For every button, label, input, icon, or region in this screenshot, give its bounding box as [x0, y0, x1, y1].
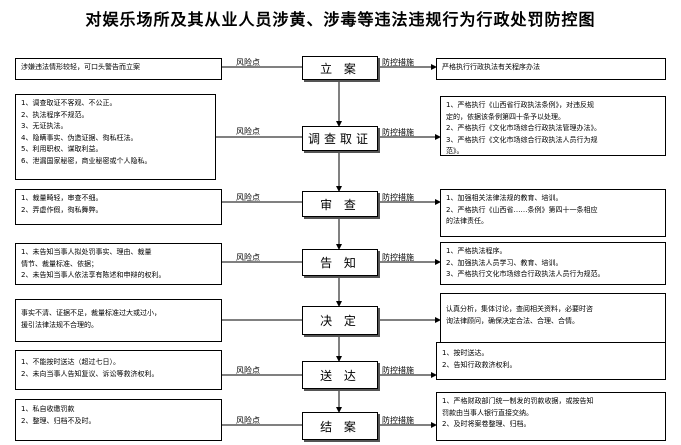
measure-item: 3、严格执行《文化市场综合行政执法人员行为规 — [446, 135, 598, 144]
risk-item: 6、泄漏国家秘密，商业秘密或个人隐私。 — [21, 156, 152, 165]
step-notification: 告 知 — [302, 249, 378, 276]
measure-box-2: 1、严格执行《山西省行政执法条例》，对违反规 定的，依据该条例第四十条予以处理。… — [440, 96, 666, 156]
step-closing: 结 案 — [302, 412, 378, 440]
risk-item: 2、未向当事人告知复议、诉讼等救济权利。 — [21, 369, 159, 378]
measure-label-7: 防控措施 — [382, 416, 414, 425]
page-title: 对娱乐场所及其从业人员涉黄、涉毒等违法违规行为行政处罚防控图 — [85, 10, 596, 29]
measure-item: 2、加强执法人员学习、教育、培训。 — [446, 258, 563, 267]
step-filing: 立 案 — [302, 56, 378, 80]
measure-box-4: 1、严格执法程序。 2、加强执法人员学习、教育、培训。 3、严格执行文化市场综合… — [440, 242, 666, 285]
risk-item: 4、隐瞒事实、伪造证据、徇私枉法。 — [21, 133, 138, 142]
risk-box-3: 1、裁量畸轻，审查不细。 2、弄虚作假，徇私舞弊。 — [15, 189, 222, 225]
risk-box-2: 1、调查取证不客观、不公正。 2、执法程序不规范。 3、无证执法。 4、隐瞒事实… — [15, 94, 216, 180]
risk-item: 1、未告知当事人拟处罚事实、理由、裁量 — [21, 248, 152, 256]
measure-item: 2、严格执行《山西省……条例》第四十一条相应 — [446, 205, 598, 214]
risk-item: 1、不能按时送达（超过七日）。 — [21, 358, 120, 366]
risk-item: 1、裁量畸轻，审查不细。 — [21, 194, 103, 202]
measure-item: 2、告知行政救济权利。 — [442, 360, 517, 369]
measure-item: 的法律责任。 — [446, 217, 488, 225]
measure-item: 严格执行行政执法有关程序办法 — [442, 63, 540, 71]
risk-label-7: 风险点 — [236, 416, 260, 425]
measure-item: 询法律顾问，确保决定合法、合理、合情。 — [446, 316, 579, 325]
risk-box-4: 1、未告知当事人拟处罚事实、理由、裁量 情节、裁量标准、依据； 2、未告知当事人… — [15, 243, 222, 285]
risk-label-4: 风险点 — [236, 253, 260, 262]
measure-item: 1、严格执行《山西省行政执法条例》，对违反规 — [446, 101, 594, 109]
risk-item: 1、私自收缴罚款 — [21, 405, 75, 413]
measure-item: 1、严格执法程序。 — [446, 247, 507, 255]
risk-item: 事实不清、证据不足，裁量标准过大或过小， — [21, 309, 161, 317]
risk-label-6: 风险点 — [236, 366, 260, 375]
risk-box-1: 涉嫌违法情形较轻，可口头警告而立案 — [15, 58, 222, 80]
step-delivery: 送 达 — [302, 361, 378, 389]
risk-item: 3、无证执法。 — [21, 122, 68, 130]
measure-label-6: 防控措施 — [382, 366, 414, 375]
measure-item: 罚款由当事人银行直接交纳。 — [442, 408, 533, 417]
risk-item: 1、调查取证不客观、不公正。 — [21, 99, 117, 107]
risk-item: 2、整理、归档不及时。 — [21, 416, 96, 425]
risk-label-3: 风险点 — [236, 193, 260, 202]
measure-label-2: 防控措施 — [382, 128, 414, 137]
step-investigation: 调查取证 — [302, 126, 378, 151]
measure-item: 1、加强相关法律法规的教育、培训。 — [446, 194, 563, 202]
risk-item: 援引法律法规不合理的。 — [21, 320, 98, 329]
measure-label-1: 防控措施 — [382, 58, 414, 67]
risk-label-2: 风险点 — [236, 127, 260, 136]
risk-box-7: 1、私自收缴罚款 2、整理、归档不及时。 — [15, 399, 222, 441]
measure-box-3: 1、加强相关法律法规的教育、培训。 2、严格执行《山西省……条例》第四十一条相应… — [440, 189, 666, 237]
measure-item: 2、严格执行《文化市场综合行政执法管理办法》。 — [446, 124, 601, 132]
risk-item: 情节、裁量标准、依据； — [21, 259, 98, 268]
risk-item: 2、弄虚作假，徇私舞弊。 — [21, 205, 103, 214]
measure-item: 范》。 — [446, 147, 464, 155]
measure-item: 2、及时将案卷整理、归档。 — [442, 420, 531, 428]
risk-item: 5、利用职权、谋取利益。 — [21, 145, 103, 153]
risk-label-1: 风险点 — [236, 58, 260, 67]
step-review: 审 查 — [302, 191, 378, 217]
risk-box-5: 事实不清、证据不足，裁量标准过大或过小， 援引法律法规不合理的。 — [15, 299, 222, 342]
measure-item: 1、按时送达。 — [442, 349, 489, 357]
measure-label-3: 防控措施 — [382, 193, 414, 202]
measure-box-5: 认真分析，集体讨论，查阅相关资料，必要时咨 询法律顾问，确保决定合法、合理、合情… — [440, 293, 666, 343]
measure-box-1: 严格执行行政执法有关程序办法 — [436, 58, 666, 80]
risk-item: 涉嫌违法情形较轻，可口头警告而立案 — [21, 63, 140, 71]
risk-box-6: 1、不能按时送达（超过七日）。 2、未向当事人告知复议、诉讼等救济权利。 — [15, 350, 222, 390]
step-decision: 决 定 — [302, 306, 378, 335]
measure-item: 认真分析，集体讨论，查阅相关资料，必要时咨 — [446, 305, 593, 313]
measure-item: 3、严格执行文化市场综合行政执法人员行为规范。 — [446, 270, 605, 278]
measure-item: 定的，依据该条例第四十条予以处理。 — [446, 112, 565, 121]
measure-label-4: 防控措施 — [382, 253, 414, 262]
measure-box-6: 1、按时送达。 2、告知行政救济权利。 — [436, 342, 666, 380]
risk-item: 2、执法程序不规范。 — [21, 110, 89, 119]
risk-item: 2、未告知当事人依法享有陈述和申辩的权利。 — [21, 271, 166, 279]
measure-item: 1、严格财政部门统一制发的罚款收据，或按告知 — [442, 397, 594, 405]
measure-box-7: 1、严格财政部门统一制发的罚款收据，或按告知 罚款由当事人银行直接交纳。 2、及… — [436, 392, 666, 441]
